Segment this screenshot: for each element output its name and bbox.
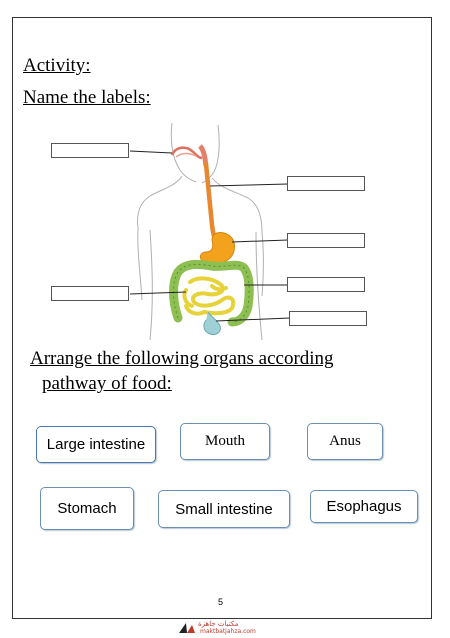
publisher-logo: مكتبات جاهزة maktbatjahza.com xyxy=(178,620,274,636)
label-blank-small-intestine[interactable] xyxy=(51,286,129,301)
label-blank-mouth[interactable] xyxy=(51,143,129,158)
organ-card-small-intestine[interactable]: Small intestine xyxy=(158,490,290,528)
activity-heading: Activity: xyxy=(23,55,91,76)
page-number: 5 xyxy=(218,597,224,607)
organ-card-stomach[interactable]: Stomach xyxy=(40,487,134,530)
organ-card-anus[interactable]: Anus xyxy=(307,423,383,460)
book-logo-icon xyxy=(179,623,195,633)
page-border xyxy=(12,17,432,619)
organ-card-mouth[interactable]: Mouth xyxy=(180,423,270,460)
label-blank-anus[interactable] xyxy=(289,311,367,326)
label-blank-stomach[interactable] xyxy=(287,233,365,248)
instruction-line-1: Arrange the following organs according xyxy=(30,348,334,369)
label-blank-esophagus[interactable] xyxy=(287,176,365,191)
organ-card-esophagus[interactable]: Esophagus xyxy=(310,490,418,523)
name-labels-heading: Name the labels: xyxy=(23,87,151,108)
organ-card-large-intestine[interactable]: Large intestine xyxy=(36,426,156,463)
label-blank-large-intestine[interactable] xyxy=(287,277,365,292)
instruction-line-2: pathway of food: xyxy=(42,373,172,394)
logo-url-text: maktbatjahza.com xyxy=(200,628,256,635)
logo-arabic-text: مكتبات جاهزة xyxy=(198,620,239,628)
arrange-instruction: Arrange the following organs according p… xyxy=(30,346,390,396)
